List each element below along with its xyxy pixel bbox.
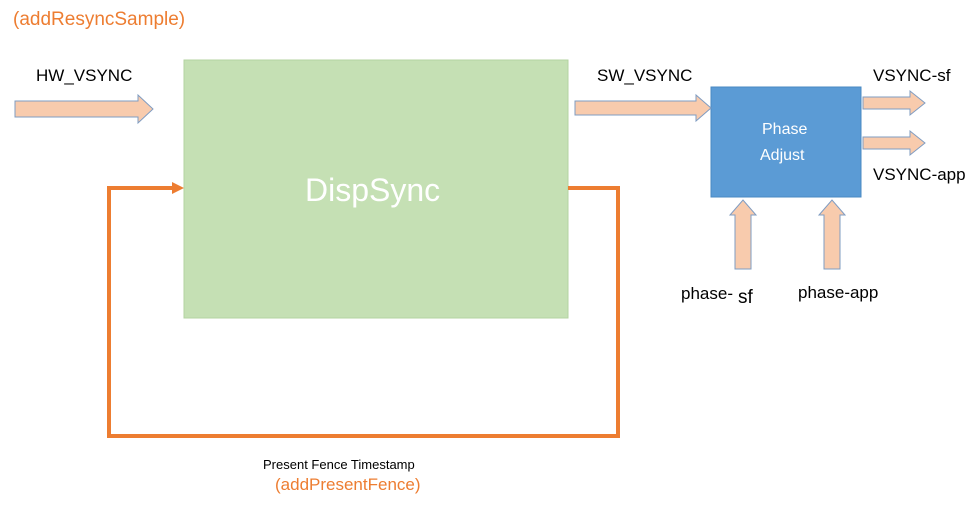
phase-adjust-block [710,86,862,198]
hw-vsync-label: HW_VSYNC [36,66,133,85]
vsync-app-label: VSYNC-app [873,165,966,184]
resync-sample-annotation: (addResyncSample) [13,9,186,30]
phase-adjust-label-line2: Adjust [760,147,805,164]
present-fence-annotation: (addPresentFence) [275,475,421,494]
phase-app-label: phase-app [798,283,879,302]
dispsync-block [183,59,569,319]
phase-sf-label-prefix: phase- [681,284,733,303]
sw-vsync-label: SW_VSYNC [597,66,693,85]
present-fence-timestamp-label: Present Fence Timestamp [263,457,415,472]
vsync-app-arrow [862,129,926,157]
phase-app-arrow [817,199,847,270]
hw-vsync-arrow [14,93,154,125]
vsync-sf-label: VSYNC-sf [873,66,951,85]
feedback-arrowhead [172,182,184,194]
phase-adjust-label-line1: Phase [762,121,808,138]
sw-vsync-arrow [574,93,712,123]
present-fence-feedback-line [107,186,620,438]
dispsync-label: DispSync [305,172,441,208]
phase-sf-label-suffix: sf [737,287,753,308]
vsync-sf-arrow [862,89,926,117]
phase-sf-arrow [728,199,758,270]
phase-sf-label: phase-sf [681,284,753,307]
